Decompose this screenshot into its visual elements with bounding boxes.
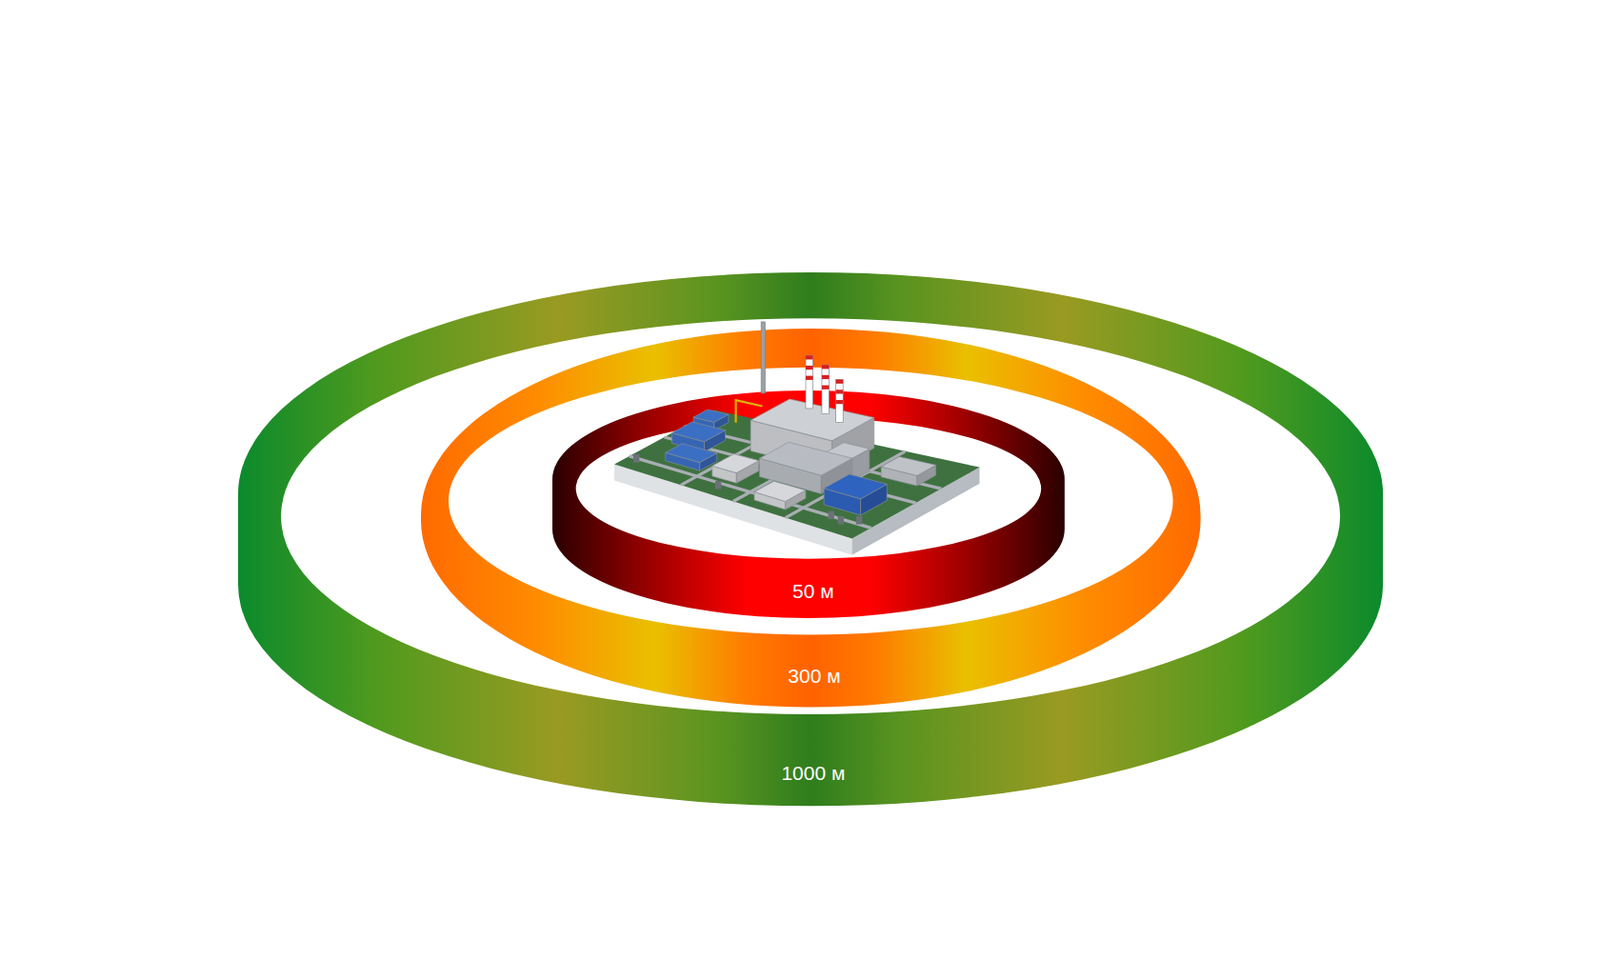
building-roof <box>693 409 729 422</box>
distance-label: 300 м <box>787 664 840 689</box>
building-roof <box>759 441 852 476</box>
yard-equipment <box>828 511 835 520</box>
yard-equipment <box>715 480 721 490</box>
chimney <box>805 355 813 409</box>
chimney-band <box>821 364 829 369</box>
chimney-band <box>821 375 829 380</box>
building-roof <box>880 456 936 476</box>
chimney-band <box>805 365 813 370</box>
distance-label: 50 м <box>792 580 835 604</box>
chimney <box>760 321 765 394</box>
yard-equipment <box>633 454 640 463</box>
ring-band <box>238 272 1383 806</box>
crane <box>736 400 763 423</box>
yard-equipment <box>856 516 862 525</box>
ring-band <box>420 328 1201 707</box>
building-roof <box>823 474 887 500</box>
chimney-band <box>805 355 813 360</box>
building-roof <box>712 454 760 474</box>
yard-equipment <box>838 516 844 525</box>
chimney-band <box>836 400 843 404</box>
chimney <box>836 380 843 423</box>
building-roof <box>665 443 718 463</box>
chimney <box>821 364 829 414</box>
chimney-band <box>821 385 829 390</box>
building-roof <box>671 421 725 442</box>
chimney-band <box>836 380 843 384</box>
ring-band <box>552 390 1065 619</box>
distance-label: 1000 м <box>780 761 845 786</box>
chimney-band <box>836 389 843 394</box>
building-roof <box>754 480 806 501</box>
chimney-band <box>805 376 813 380</box>
